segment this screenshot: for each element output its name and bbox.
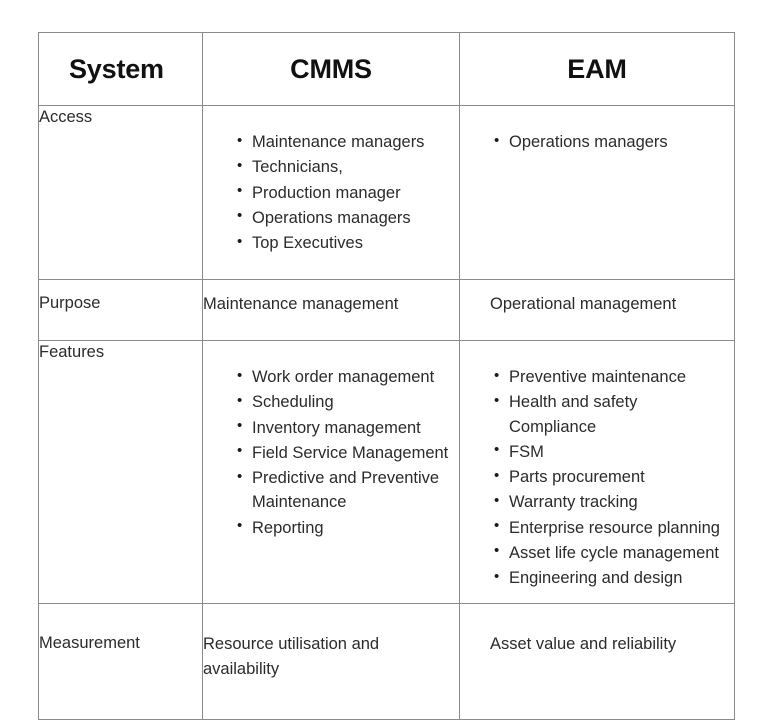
list-item: Reporting (237, 515, 449, 540)
table-row-features: Features Work order management Schedulin… (38, 339, 735, 605)
cell-measurement-eam: Asset value and reliability (459, 603, 735, 720)
list-item: Preventive maintenance (494, 364, 724, 389)
bullet-list-features-cmms: Work order management Scheduling Invento… (203, 341, 459, 553)
table-row-access: Access Maintenance managers Technicians,… (38, 105, 735, 280)
list-item: Parts procurement (494, 464, 724, 489)
list-item: Health and safety Compliance (494, 390, 724, 439)
list-item: Engineering and design (494, 565, 724, 590)
table-row-purpose: Purpose Maintenance management Operation… (38, 279, 735, 341)
list-item: Work order management (237, 364, 449, 389)
row-label-measurement: Measurement (38, 603, 203, 720)
cell-features-eam: Preventive maintenance Health and safety… (459, 339, 735, 605)
list-item: Operations managers (494, 129, 724, 154)
cell-purpose-cmms: Maintenance management (202, 279, 460, 341)
table-header: System CMMS EAM (38, 32, 735, 106)
table-row-measurement: Measurement Resource utilisation and ava… (38, 603, 735, 720)
list-item: Maintenance managers (237, 129, 449, 154)
table-body: Access Maintenance managers Technicians,… (38, 105, 735, 720)
cell-access-eam: Operations managers (459, 105, 735, 280)
list-item: Inventory management (237, 415, 449, 440)
comparison-table-container: System CMMS EAM Access Maintenance manag… (38, 32, 735, 720)
bullet-list-features-eam: Preventive maintenance Health and safety… (460, 341, 734, 603)
cell-features-cmms: Work order management Scheduling Invento… (202, 339, 460, 605)
list-item: Production manager (237, 180, 449, 205)
column-header-system: System (38, 32, 203, 106)
row-label-features: Features (38, 339, 203, 605)
cmms-eam-comparison-table: System CMMS EAM Access Maintenance manag… (38, 32, 735, 720)
table-header-row: System CMMS EAM (38, 32, 735, 106)
row-label-purpose: Purpose (38, 279, 203, 341)
list-item: Enterprise resource planning (494, 515, 724, 540)
list-item: Predictive and Preventive Maintenance (237, 466, 449, 515)
list-item: Field Service Management (237, 440, 449, 465)
column-header-cmms: CMMS (202, 32, 460, 106)
list-item: Asset life cycle management (494, 540, 724, 565)
row-label-access: Access (38, 105, 203, 280)
list-item: Scheduling (237, 390, 449, 414)
bullet-list-access-cmms: Maintenance managers Technicians, Produc… (203, 106, 459, 268)
column-header-eam: EAM (459, 32, 735, 106)
list-item: Top Executives (237, 230, 449, 255)
list-item: FSM (494, 439, 724, 464)
bullet-list-access-eam: Operations managers (460, 106, 734, 167)
list-item: Operations managers (237, 205, 449, 230)
cell-purpose-eam: Operational management (459, 279, 735, 341)
list-item: Warranty tracking (494, 490, 724, 514)
list-item: Technicians, (237, 155, 449, 179)
cell-measurement-cmms: Resource utilisation and availability (202, 603, 460, 720)
cell-access-cmms: Maintenance managers Technicians, Produc… (202, 105, 460, 280)
